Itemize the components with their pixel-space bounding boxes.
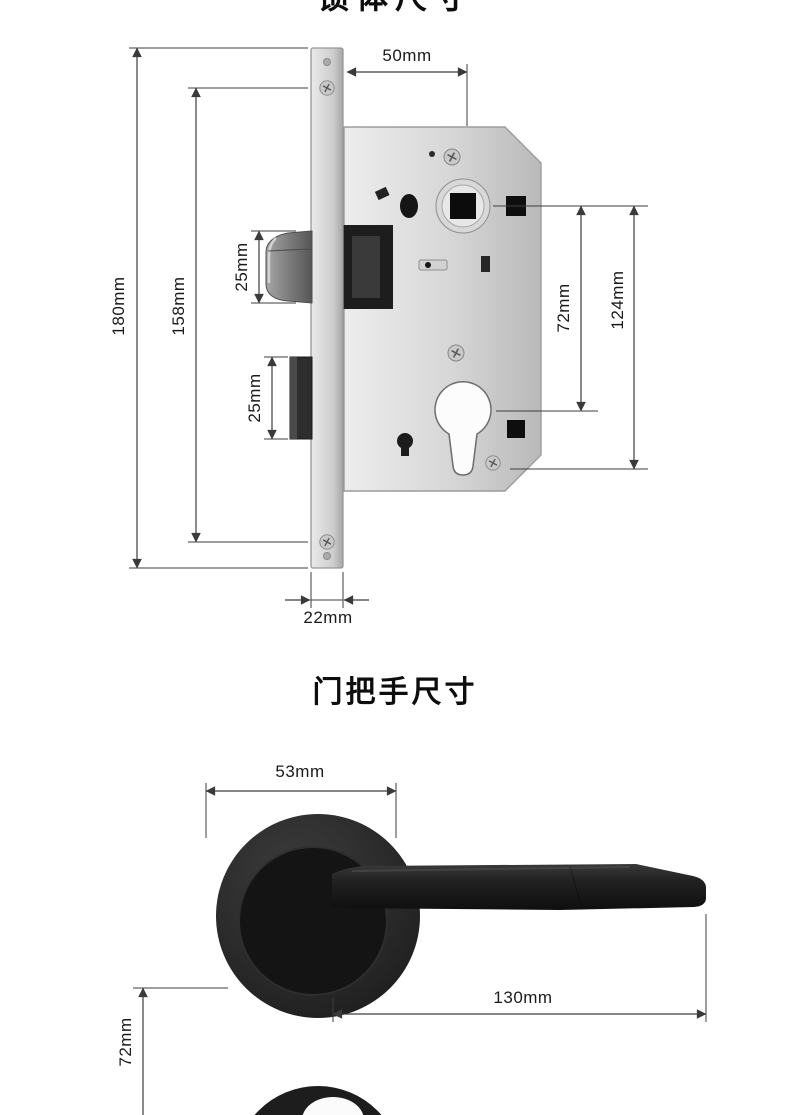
dim-faceplate-width bbox=[285, 572, 369, 608]
small-hole bbox=[429, 151, 435, 157]
stop-part bbox=[481, 256, 490, 272]
lower-slot bbox=[401, 441, 409, 456]
dim-label-body-height: 124mm bbox=[608, 270, 627, 330]
lock-section-title-partial: 锁体尺寸 bbox=[317, 0, 473, 18]
dim-lever-length bbox=[332, 914, 707, 1022]
faceplate bbox=[310, 47, 344, 569]
handle-dimension-lines bbox=[133, 783, 707, 1115]
handle-lever bbox=[332, 864, 706, 910]
latch-bevel-line bbox=[267, 248, 312, 252]
dim-label-faceplate-width: 22mm bbox=[303, 608, 353, 627]
dim-backset bbox=[346, 64, 468, 126]
dim-rose-diameter bbox=[205, 783, 397, 838]
dim-label-lever-length: 130mm bbox=[493, 988, 553, 1007]
latch-highlight bbox=[267, 237, 277, 283]
door-handle-illustration bbox=[216, 814, 706, 1115]
dim-faceplate-length bbox=[129, 47, 308, 569]
faceplate-screw-bottom bbox=[319, 534, 335, 550]
faceplate-screw-top bbox=[319, 80, 335, 96]
dim-label-deadbolt-width: 25mm bbox=[245, 373, 264, 423]
dim-screw-spacing bbox=[188, 87, 308, 543]
lock-dimension-lines bbox=[129, 47, 648, 608]
handle-section-title: 门把手尺寸 bbox=[312, 676, 478, 709]
dim-body-height bbox=[493, 205, 648, 470]
case-screw-bottom bbox=[485, 455, 501, 471]
cylinder-keyhole bbox=[434, 381, 492, 476]
dim-label-rose-diameter: 53mm bbox=[275, 762, 325, 781]
case-screw-middle bbox=[447, 344, 465, 362]
dim-latch-width bbox=[251, 230, 296, 304]
small-latch-part bbox=[374, 186, 390, 201]
deadbolt-face bbox=[290, 357, 297, 439]
dim-label-rose-to-cylinder: 72mm bbox=[116, 1017, 135, 1067]
dim-rose-to-cylinder bbox=[133, 987, 228, 1115]
dim-label-latch-width: 25mm bbox=[232, 242, 251, 292]
dim-label-faceplate-length: 180mm bbox=[109, 276, 128, 336]
faceplate-hole-top bbox=[323, 58, 331, 66]
lock-case bbox=[343, 126, 542, 492]
lever-top-highlight bbox=[351, 866, 631, 872]
square-hole-right-bottom bbox=[507, 420, 525, 438]
spindle-square-hole bbox=[450, 193, 476, 219]
escutcheon-keyhole bbox=[302, 1097, 364, 1115]
dim-label-backset: 50mm bbox=[382, 46, 432, 65]
side-oval-hole bbox=[400, 194, 418, 218]
dim-deadbolt-width bbox=[264, 356, 288, 440]
dim-label-center-distance: 72mm bbox=[554, 283, 573, 333]
case-screw-top bbox=[443, 148, 461, 166]
dim-label-screw-spacing: 158mm bbox=[169, 276, 188, 336]
dim-center-distance bbox=[496, 205, 598, 412]
latch-housing-inner bbox=[352, 236, 380, 298]
faceplate-hole-bottom bbox=[323, 552, 331, 560]
lever-crease bbox=[569, 865, 583, 910]
lock-body-illustration bbox=[265, 47, 542, 569]
slider-part bbox=[418, 259, 448, 271]
slider-pin bbox=[425, 262, 431, 268]
